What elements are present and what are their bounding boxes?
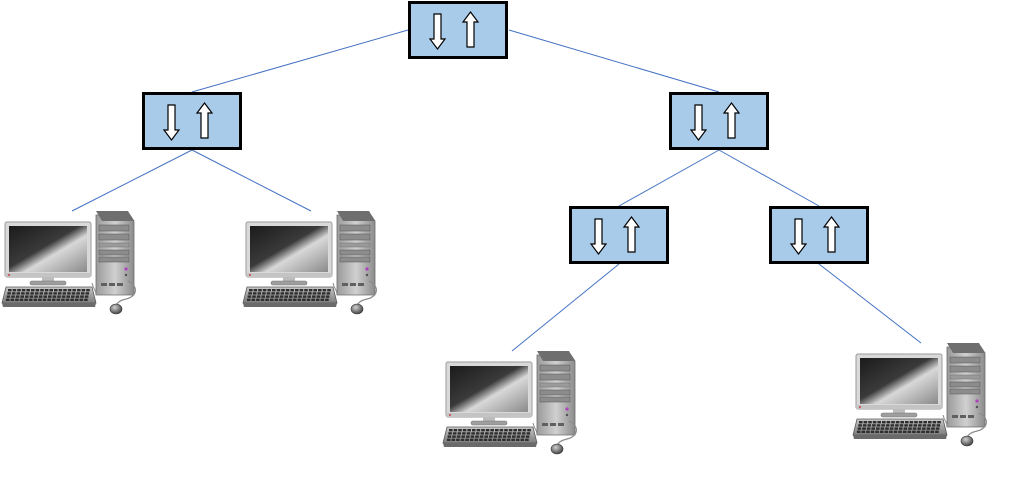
down-up-arrows-icon [689, 102, 741, 141]
links-layer [71, 29, 922, 352]
switch-sw-root [408, 1, 508, 59]
nodes-layer [1, 1, 987, 455]
switch-sw-right-b [769, 206, 869, 264]
switch-sw-right-a [569, 206, 669, 264]
desktop-computer-icon [852, 343, 987, 447]
down-up-arrows-icon [428, 11, 480, 50]
keyboard-cable [91, 282, 97, 296]
keyboard-cable [942, 414, 948, 428]
keyboard-cable [532, 422, 538, 436]
up-arrow-icon [195, 102, 214, 139]
link-sw-right-to-sw-right-a [618, 149, 720, 207]
switch-box [408, 1, 508, 59]
down-arrow-icon [162, 104, 181, 141]
tower-case [946, 343, 986, 428]
monitor [445, 361, 533, 426]
monitor [855, 353, 943, 418]
mouse-cable [966, 412, 987, 438]
desktop-computer-icon [242, 211, 377, 315]
keyboard [242, 286, 338, 307]
switch-sw-right [669, 92, 769, 150]
tower-case [336, 211, 376, 296]
up-arrow-icon [622, 216, 641, 253]
switch-sw-left [142, 92, 242, 150]
monitor [245, 221, 333, 286]
tower-case [536, 351, 576, 436]
up-arrow-icon [722, 102, 741, 139]
desktop-computer-icon [1, 211, 136, 315]
mouse-cable [115, 280, 136, 306]
keyboard [852, 418, 948, 439]
link-sw-right-a-to-pc-3 [511, 263, 620, 352]
mouse [960, 435, 974, 447]
switch-box [142, 92, 242, 150]
down-up-arrows-icon [789, 216, 841, 255]
mouse [109, 303, 123, 315]
down-arrow-icon [789, 218, 808, 255]
link-sw-right-b-to-pc-4 [818, 263, 922, 344]
link-sw-root-to-sw-right [508, 29, 720, 93]
keyboard [442, 426, 538, 447]
up-arrow-icon [822, 216, 841, 253]
mouse-cable [556, 420, 577, 446]
down-arrow-icon [689, 104, 708, 141]
down-arrow-icon [428, 13, 447, 50]
monitor [4, 221, 92, 286]
keyboard-cable [332, 282, 338, 296]
up-arrow-icon [461, 11, 480, 48]
link-sw-root-to-sw-left [191, 29, 409, 93]
mouse [550, 443, 564, 455]
tower-case [95, 211, 135, 296]
switch-box [769, 206, 869, 264]
mouse-cable [356, 280, 377, 306]
link-sw-right-to-sw-right-b [718, 149, 820, 207]
down-up-arrows-icon [162, 102, 214, 141]
down-up-arrows-icon [589, 216, 641, 255]
mouse [350, 303, 364, 315]
link-sw-left-to-pc-2 [191, 149, 312, 212]
link-sw-left-to-pc-1 [71, 149, 193, 212]
keyboard [1, 286, 97, 307]
down-arrow-icon [589, 218, 608, 255]
switch-box [669, 92, 769, 150]
switch-box [569, 206, 669, 264]
desktop-computer-icon [442, 351, 577, 455]
